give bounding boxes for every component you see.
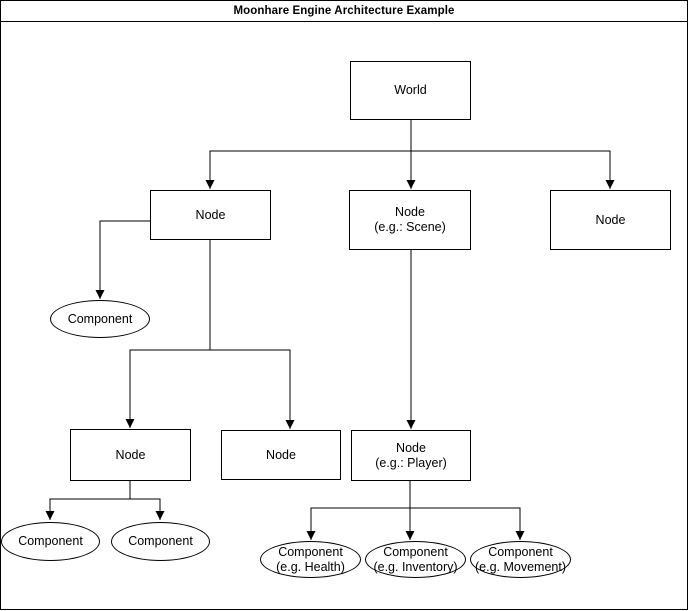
world-node-label: World (394, 83, 427, 97)
node-player: Node (e.g.: Player) (351, 430, 471, 481)
component-movement-label: Component (488, 544, 553, 559)
node-top-right-label: Node (595, 212, 626, 227)
component-movement-sublabel: (e.g. Movement) (474, 559, 566, 574)
component-health: Component (e.g. Health) (260, 541, 361, 578)
node-top-left: Node (150, 190, 271, 240)
node-scene-label: Node (395, 205, 425, 219)
diagram-title-bar: Moonhare Engine Architecture Example (0, 0, 688, 22)
component-movement: Component (e.g. Movement) (470, 541, 571, 578)
node-mid-center: Node (221, 430, 341, 480)
node-mid-center-label: Node (266, 447, 296, 462)
component-upper-left-label: Component (67, 311, 133, 326)
node-mid-left: Node (70, 429, 191, 481)
component-inventory-sublabel: (e.g. Inventory) (373, 559, 458, 574)
world-node: World (350, 61, 471, 120)
component-bottom-2-label: Component (128, 534, 193, 548)
node-scene: Node (e.g.: Scene) (349, 190, 471, 250)
node-mid-left-label: Node (115, 447, 146, 462)
component-inventory: Component (e.g. Inventory) (365, 541, 466, 578)
component-health-label: Component (278, 544, 343, 559)
node-player-sublabel: (e.g.: Player) (375, 455, 447, 470)
component-health-sublabel: (e.g. Health) (276, 559, 345, 574)
node-top-right: Node (550, 190, 671, 250)
diagram-title: Moonhare Engine Architecture Example (233, 4, 455, 17)
component-bottom-1: Component (1, 522, 100, 561)
node-scene-sublabel: (e.g.: Scene) (374, 220, 446, 234)
component-bottom-2: Component (111, 522, 210, 561)
component-upper-left: Component (50, 300, 150, 338)
node-top-left-label: Node (195, 207, 226, 222)
node-player-label: Node (396, 440, 426, 455)
component-bottom-1-label: Component (18, 534, 83, 548)
component-inventory-label: Component (383, 544, 448, 559)
